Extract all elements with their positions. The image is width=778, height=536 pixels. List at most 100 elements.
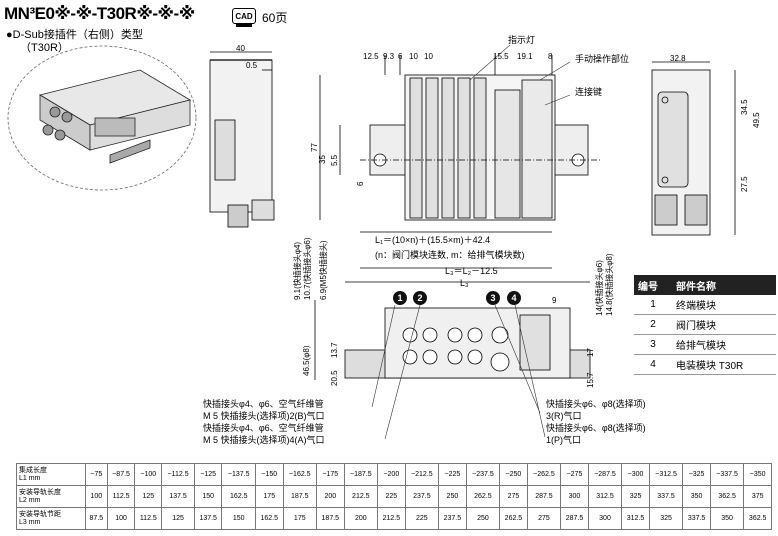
table-cell: 187.5 [316, 507, 345, 530]
table-cell: ~237.5 [465, 463, 501, 486]
table-cell: 162.5 [221, 485, 256, 508]
dim-27-5: 27.5 [740, 176, 749, 192]
side-view-right [651, 61, 736, 236]
part-no: 3 [634, 334, 672, 355]
table-cell: 287.5 [560, 507, 589, 530]
port-r-line1: 快插接头φ6、φ8(选择项) [546, 399, 646, 409]
table-cell: 312.5 [587, 485, 623, 508]
table-cell: 237.5 [438, 507, 467, 530]
table-cell: 337.5 [648, 485, 684, 508]
table-cell: 175 [282, 507, 318, 530]
port-b-line1: 快插接头φ4、φ6、空气纤维管 [203, 399, 324, 409]
dim-12-5: 12.5 [363, 52, 379, 61]
parts-header-name: 部件名称 [672, 275, 776, 295]
bottom-view [314, 300, 591, 380]
port-a-line2: M 5 快插接头(选择项)4(A)气口 [203, 435, 325, 445]
dim-34-5: 34.5 [740, 99, 749, 115]
table-cell: ~125 [193, 463, 223, 486]
table-cell: ~100 [134, 463, 163, 486]
dim-9-3: 9.3 [383, 52, 395, 61]
dim-13-7: 13.7 [330, 342, 339, 358]
manual-operation-label: 手动操作部位 [575, 54, 630, 64]
connector-key-label: 连接键 [575, 87, 603, 97]
table-cell: ~312.5 [648, 463, 684, 486]
part-name: 给排气模块 [672, 334, 776, 355]
table-cell: ~287.5 [587, 463, 623, 486]
table-cell: 125 [161, 507, 195, 530]
table-cell: 212.5 [377, 507, 406, 530]
table-cell: 300 [587, 507, 623, 530]
part-no: 4 [634, 354, 672, 375]
part-no: 1 [634, 295, 672, 315]
port-p-line1: 快插接头φ6、φ8(选择项) [546, 423, 646, 433]
marker-2: 2 [413, 291, 427, 305]
table-cell: ~350 [743, 463, 772, 486]
formula-l3: L₃＝L₂－12.5 [445, 266, 498, 276]
dim-0-5: 0.5 [246, 61, 258, 70]
dim-32-8: 32.8 [670, 54, 686, 63]
table-cell: ~275 [560, 463, 589, 486]
table-cell: 137.5 [193, 507, 223, 530]
table-cell: 187.5 [282, 485, 318, 508]
table-cell: 87.5 [85, 507, 108, 530]
dim-8: 8 [548, 52, 553, 61]
marker-4: 4 [507, 291, 521, 305]
indicator-label: 指示灯 [508, 35, 536, 45]
dim-49-5: 49.5 [752, 112, 761, 128]
dim-10-7: 10.7(快插接头φ6) [303, 237, 312, 300]
table-cell: ~337.5 [709, 463, 745, 486]
table-cell: ~175 [316, 463, 345, 486]
port-p-line2: 1(P)气口 [546, 435, 582, 445]
table-cell: 362.5 [743, 507, 772, 530]
subtitle: ●D-Sub接插件（右侧）类型 [6, 29, 143, 41]
table-cell: 200 [343, 507, 379, 530]
table-cell: 212.5 [343, 485, 379, 508]
table-cell: ~87.5 [106, 463, 136, 486]
table-cell: 325 [621, 485, 650, 508]
part-name: 终端模块 [672, 295, 776, 315]
technical-drawing [7, 44, 736, 440]
front-view [319, 55, 600, 283]
cad-icon: CAD [232, 8, 256, 24]
table-cell: 300 [560, 485, 589, 508]
table-cell: ~300 [621, 463, 650, 486]
dim-10a: 10 [409, 52, 418, 61]
dim-10b: 10 [424, 52, 433, 61]
table-cell: 350 [709, 507, 745, 530]
dim-46-5: 46.5(φ8) [302, 345, 311, 376]
table-cell: ~187.5 [343, 463, 379, 486]
port-b-line2: M 5 快插接头(选择项)2(B)气口 [203, 411, 325, 421]
table-cell: 275 [526, 507, 562, 530]
table-cell: 262.5 [499, 507, 528, 530]
page-reference: 60页 [262, 11, 288, 25]
dim-77: 77 [310, 143, 319, 152]
part-no: 2 [634, 314, 672, 335]
table-cell: 225 [377, 485, 406, 508]
dim-14-8: 14.8(快插接头φ8) [605, 253, 614, 316]
table-cell: 137.5 [161, 485, 195, 508]
table-cell: ~75 [85, 463, 108, 486]
table-cell: 262.5 [465, 485, 501, 508]
formula-note: (n：阀门模块连数, m：给排气模块数) [375, 250, 525, 260]
table-cell: 150 [221, 507, 256, 530]
dim-40: 40 [236, 44, 245, 53]
table-cell: 362.5 [709, 485, 745, 508]
part-name: 阀门模块 [672, 314, 776, 335]
table-cell: 175 [255, 485, 284, 508]
dim-6-v: 6 [356, 181, 365, 186]
table-cell: 275 [499, 485, 528, 508]
dim-19-1: 19.1 [517, 52, 533, 61]
formula-l1: L₁＝(10×n)＋(15.5×m)＋42.4 [375, 235, 491, 245]
table-cell: ~162.5 [282, 463, 318, 486]
table-cell: 375 [743, 485, 772, 508]
side-view-left [209, 51, 275, 228]
part-name: 电装模块 T30R [672, 354, 776, 375]
